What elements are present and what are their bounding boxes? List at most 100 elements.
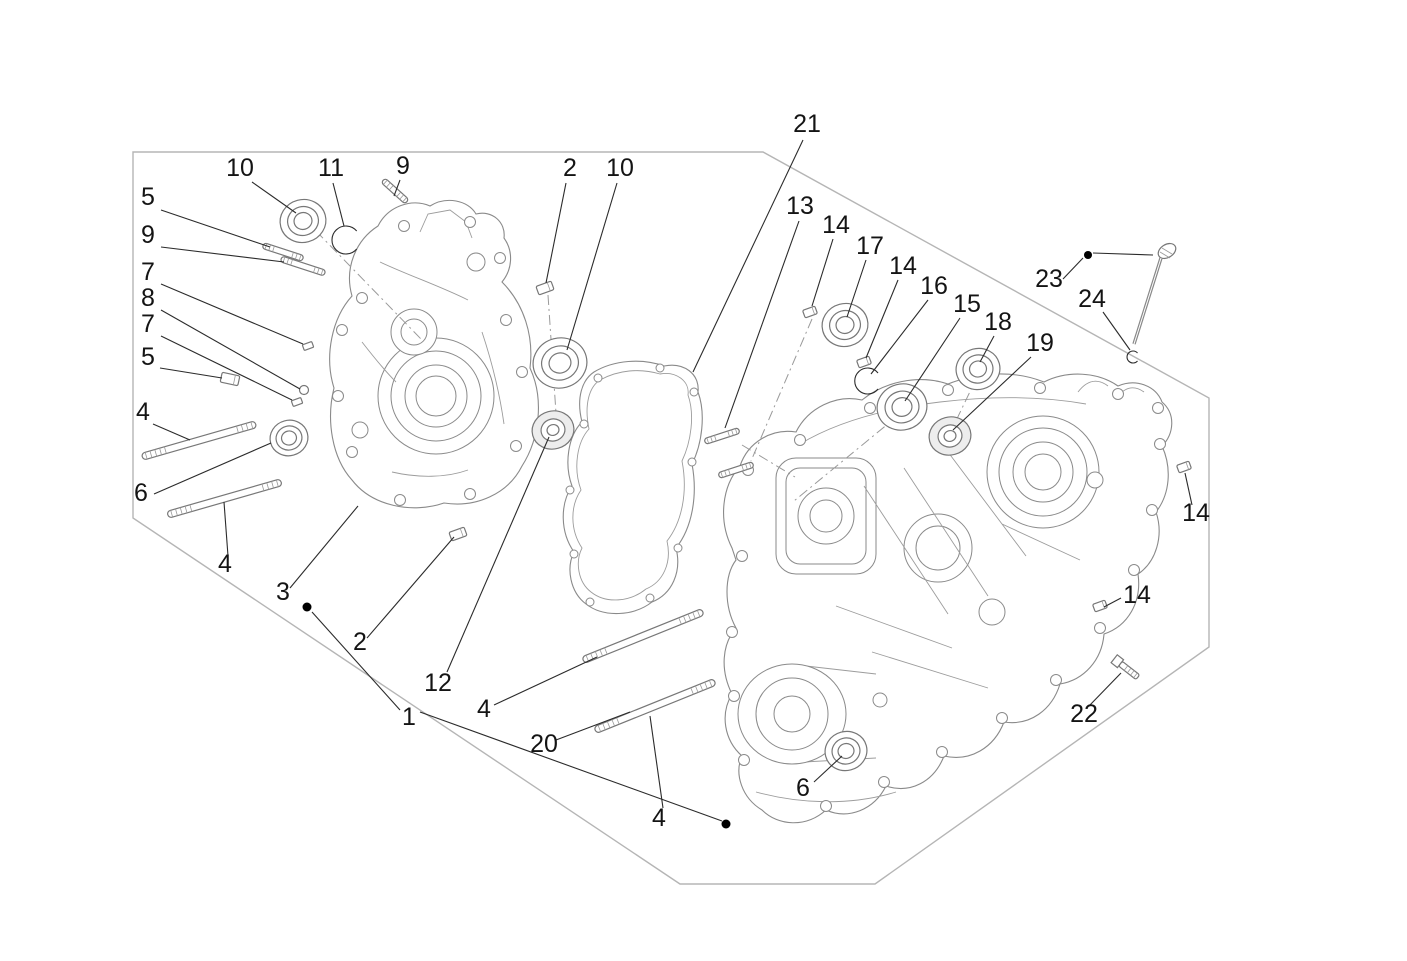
callout-16: 16 [920,272,948,300]
callout-8: 8 [141,284,155,312]
dowel-7-upper [301,341,315,351]
dowel-7-lower [290,397,304,407]
callout-3: 3 [276,578,290,606]
crankcase-half-right [723,373,1173,824]
leader-22 [1088,672,1122,707]
leader-10-b [566,182,618,351]
leader-5-a [160,209,271,248]
leader-4-a [152,423,191,441]
leader-19 [952,356,1032,431]
bushing-5-lower [219,371,241,387]
ref-dot-left-case [302,602,312,612]
stud-13-upper [704,427,740,445]
callout-2-b: 2 [353,628,367,656]
callout-6-a: 6 [134,479,148,507]
leader-2-b [366,536,455,639]
leader-4-c [493,656,598,706]
leader-9-a [393,179,401,197]
callout-4-b: 4 [218,550,232,578]
callout-11: 11 [318,154,344,182]
callout-14-b: 14 [889,252,917,280]
callout-9-b: 9 [141,221,155,249]
stud-9-top [381,178,409,204]
diagram-border [132,151,1210,885]
circlip-16 [854,367,879,395]
oil-seal-12 [531,410,575,450]
leader-7-a [160,283,304,345]
leader-14-c [1184,472,1193,506]
callout-10-a: 10 [226,154,254,182]
bearing-18 [955,347,1001,391]
leader-14-b [865,279,899,359]
callout-24: 24 [1078,285,1106,313]
ref-dot-dipstick [1084,251,1092,259]
callout-14-c: 14 [1182,499,1210,527]
oil-dipstick-23 [1132,242,1177,345]
leader-lines [152,139,1193,822]
leader-18 [979,335,995,363]
callout-15: 15 [953,290,981,318]
leader-23 [1062,257,1084,280]
crankcase-half-left [329,199,539,509]
callout-13: 13 [786,192,814,220]
bearing-6-left [269,419,309,457]
bushing-14-d [1092,599,1108,613]
bearing-15 [876,383,928,431]
bushing-14-a [802,305,818,319]
bearing-10-left [279,198,327,244]
stud-20 [594,679,716,733]
leader-5-b [159,367,223,379]
callout-labels: 21 10 11 9 2 10 13 14 17 14 16 15 18 19 … [134,110,1210,832]
callout-19: 19 [1026,329,1054,357]
oil-seal-19 [928,416,972,456]
callout-22: 22 [1070,700,1098,728]
leader-15 [904,317,961,402]
leader-14-d [1103,597,1122,608]
stud-9-lower [280,256,326,276]
circlip-11 [331,225,358,255]
leader-10-a [251,181,297,214]
leader-1-left [311,611,401,711]
callout-17: 17 [856,232,884,260]
leader-6-b [813,755,843,783]
bolt-22 [1110,653,1140,680]
right-case-bolt-holes [726,382,1166,812]
callout-4-a: 4 [136,398,150,426]
callout-23: 23 [1035,265,1063,293]
leader-3 [289,505,359,589]
leader-24 [1102,311,1131,351]
bushing-2-upper [535,280,555,296]
bearing-6-right [824,730,868,772]
callout-18: 18 [984,308,1012,336]
bushing-14-b [856,355,872,369]
left-case-bolt-holes [332,216,528,506]
leader-13 [724,220,800,429]
bearing-17 [821,302,869,348]
callout-14-d: 14 [1123,581,1151,609]
stud-13-lower [718,461,754,479]
callout-21: 21 [793,110,821,138]
callout-1: 1 [402,703,416,731]
callout-7-b: 7 [141,310,155,338]
leader-21 [692,139,804,373]
leader-4-d [649,715,664,809]
leader-4-b [223,501,229,557]
callout-14-a: 14 [822,211,850,239]
leader-9-b [160,246,285,263]
leader-16 [870,299,929,375]
gasket-holes [565,363,699,607]
callout-12: 12 [424,669,452,697]
callout-6-b: 6 [796,774,810,802]
stud-4-upper-left [141,421,257,460]
stud-4-lower-left [167,479,282,518]
callout-10-b: 10 [606,154,634,182]
callout-5-b: 5 [141,343,155,371]
callout-7-a: 7 [141,258,155,286]
stud-5-upper [262,242,304,262]
callout-4-c: 4 [477,695,491,723]
bushing-14-c [1176,460,1192,474]
ref-dot-right-case [721,819,731,829]
leader-8 [160,309,301,390]
